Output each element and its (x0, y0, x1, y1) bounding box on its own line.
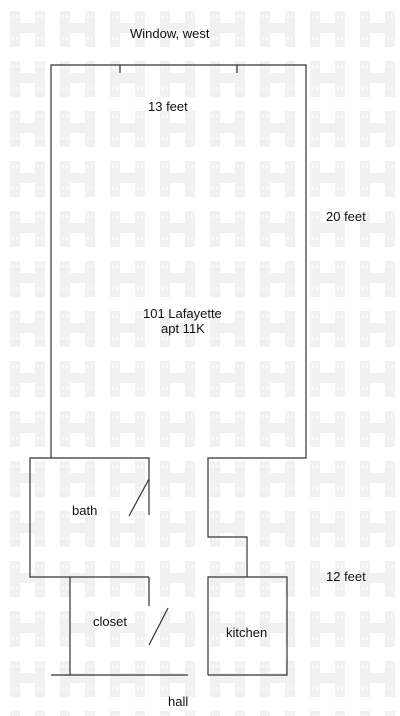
closet-door (148, 607, 169, 646)
hall-label: hall (168, 694, 188, 709)
kitchen-label: kitchen (226, 625, 267, 640)
main-room-walls (50, 64, 307, 577)
bath-label: bath (72, 503, 97, 518)
address-line2: apt 11K (161, 321, 205, 336)
closet-walls (69, 577, 150, 675)
closet-label: closet (93, 614, 127, 629)
lower-length-label: 12 feet (326, 569, 366, 584)
length-label: 20 feet (326, 209, 366, 224)
kitchen-walls (207, 576, 288, 676)
address-line1: 101 Lafayette (143, 306, 222, 321)
window-label: Window, west (130, 26, 210, 41)
width-label: 13 feet (148, 99, 188, 114)
bath-door (128, 478, 150, 517)
